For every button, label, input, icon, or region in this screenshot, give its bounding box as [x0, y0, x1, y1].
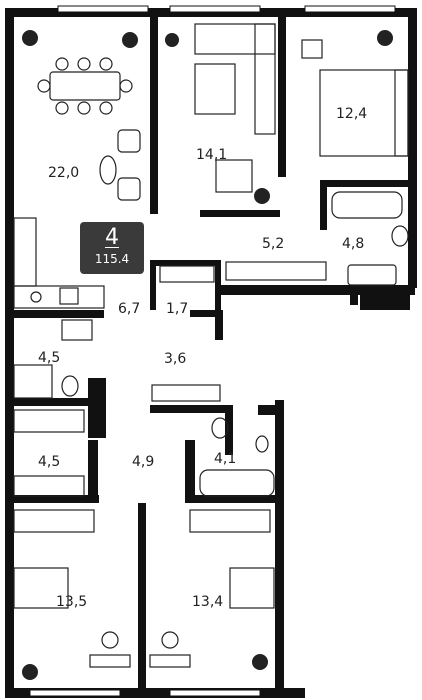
armchairs [99, 129, 141, 201]
double-bed [301, 39, 409, 157]
wardrobes [13, 261, 327, 533]
room-area-hall-center: 3,6 [164, 351, 186, 367]
sofa [194, 23, 276, 193]
rooms-count: 4 [105, 225, 119, 250]
walls [5, 8, 417, 698]
room-area-corridor-lower: 4,9 [132, 454, 154, 470]
bathtubs [199, 191, 403, 497]
plant-icons [22, 30, 393, 680]
single-beds [13, 567, 275, 668]
room-area-bathroom-left: 4,5 [38, 350, 60, 366]
room-area-living-room: 14,1 [196, 147, 227, 163]
room-area-wardrobe-small: 1,7 [166, 301, 188, 317]
room-area-bathroom-master: 4,8 [342, 236, 364, 252]
room-area-wardrobe-left: 4,5 [38, 454, 60, 470]
room-area-bathroom-lower: 4,1 [214, 451, 236, 467]
dining-table [37, 57, 133, 115]
apartment-summary-badge: 4 115.4 [80, 222, 144, 274]
room-area-bedroom-left: 13,5 [56, 594, 87, 610]
room-area-master-bedroom: 12,4 [336, 106, 367, 122]
room-area-living-kitchen: 22,0 [48, 165, 79, 181]
room-area-hall: 6,7 [118, 301, 140, 317]
kitchen-unit [13, 217, 105, 309]
windows [29, 5, 396, 697]
room-area-bedroom-right: 13,4 [192, 594, 223, 610]
sanitary [13, 225, 409, 453]
total-area: 115.4 [94, 252, 130, 266]
room-area-corridor-upper: 5,2 [262, 236, 284, 252]
